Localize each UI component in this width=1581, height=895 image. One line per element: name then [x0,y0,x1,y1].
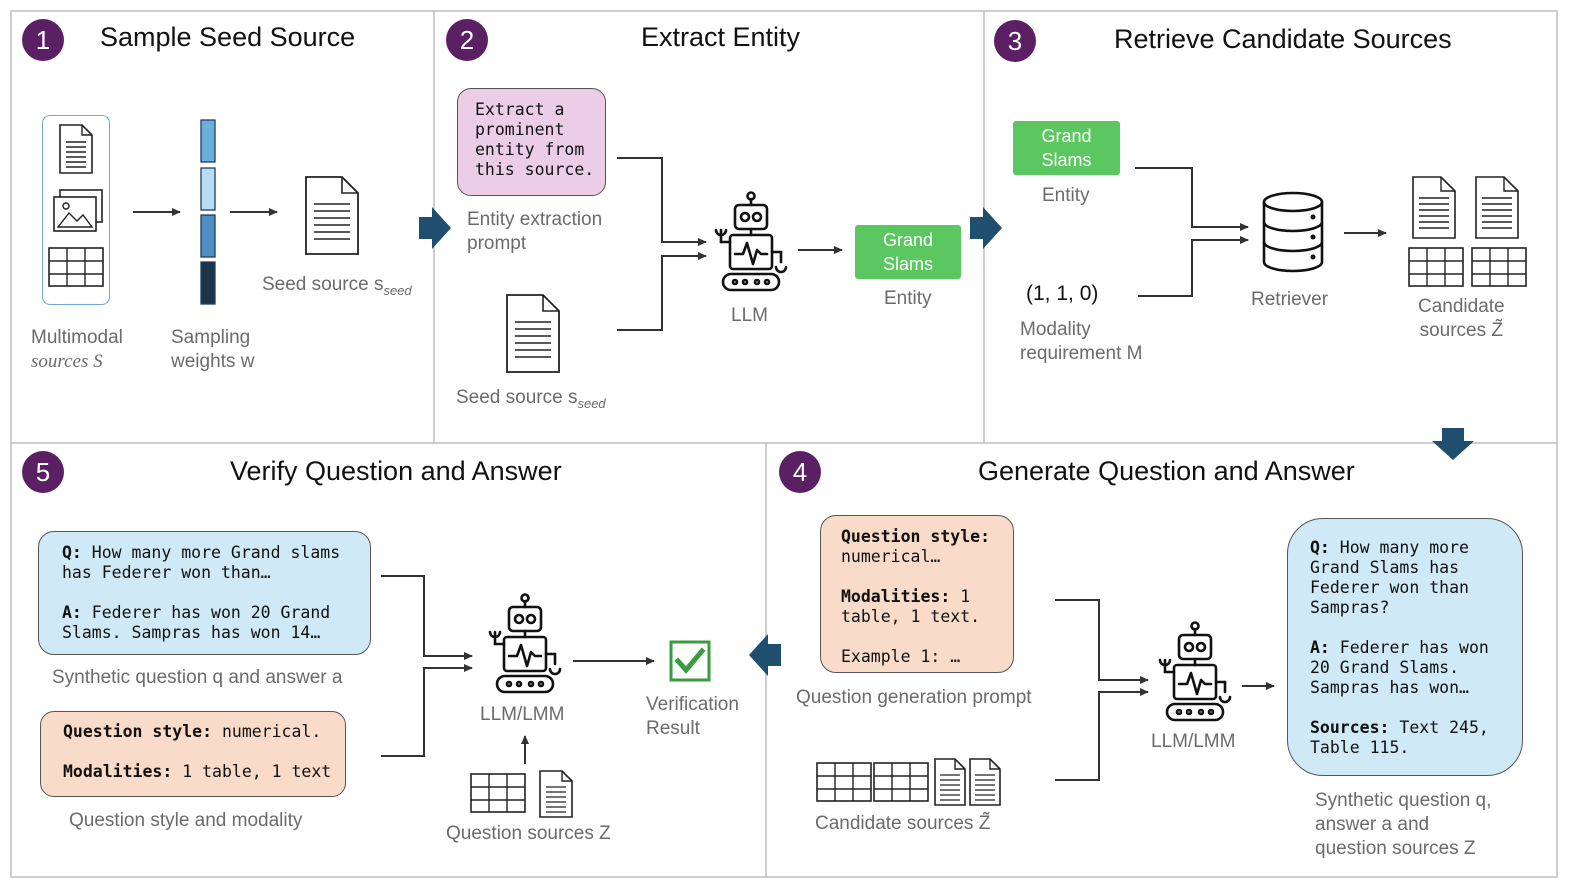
seed-source-caption: Seed source sseed [262,274,412,298]
modality-requirement-value: (1, 1, 0) [1026,282,1099,305]
panel-title-1: Sample Seed Source [100,22,356,52]
verification-result-caption: Verification Result [646,694,739,739]
seed-document-icon [305,176,359,255]
step-badge-2: 2 [446,19,488,61]
seed-document-icon [506,294,560,373]
document-icon [934,758,966,806]
retriever-caption: Retriever [1251,289,1329,310]
entity-caption: Entity [1042,185,1090,206]
table-icon [1408,247,1464,287]
seed-source-caption: Seed source sseed [456,387,606,411]
robot-icon [488,593,562,694]
question-style-caption: Question style and modality [69,810,303,831]
table-icon [48,247,104,287]
entity-badge: Grand Slams [1013,121,1120,175]
multimodal-sources-caption: Multimodal sources S [31,327,123,372]
image-icon [53,189,103,232]
sampling-weights-caption: Sampling weights w [171,327,255,372]
flow-arrows [419,207,1474,676]
question-style-box: Question style: numerical. Modalities: 1… [40,711,346,797]
panel-title-3: Retrieve Candidate Sources [1114,24,1452,54]
generated-qa-caption: Synthetic question q, answer a and quest… [1315,790,1492,859]
entity-caption: Entity [884,288,932,309]
question-generation-prompt-caption: Question generation prompt [796,687,1032,708]
entity-extraction-prompt-box: Extract a prominent entity from this sou… [457,88,606,196]
question-sources-caption: Question sources Z [446,823,611,844]
database-icon [1262,191,1324,273]
document-icon [969,758,1001,806]
step-badge-4: 4 [779,451,821,493]
llm-lmm-caption: LLM/LMM [480,704,565,725]
table-icon [470,773,526,813]
entity-badge: Grand Slams [855,225,961,279]
synthetic-qa-caption: Synthetic question q and answer a [52,667,343,688]
step-badge-3: 3 [994,20,1036,62]
panel-frames [10,10,1558,878]
candidate-sources-caption: Candidate sources Z̃ [1418,296,1505,341]
robot-icon [714,191,788,292]
checkmark-icon [669,640,711,682]
multimodal-sources-group [42,115,110,305]
panel-title-2: Extract Entity [641,22,801,52]
llm-caption: LLM [731,305,768,326]
document-icon [1412,176,1456,239]
candidate-sources-caption: Candidate sources Z̃ [815,813,991,834]
step-badge-1: 1 [22,19,64,61]
generated-qa-box: Q: How many more Grand Slams has Federer… [1287,518,1523,776]
table-icon [873,762,929,802]
document-icon [539,770,573,818]
table-icon [1471,247,1527,287]
sampling-weights-bar [200,119,216,305]
robot-icon [1158,621,1232,722]
panel-title-4: Generate Question and Answer [978,456,1355,486]
step-badge-5: 5 [22,451,64,493]
modality-requirement-caption: Modality requirement M [1020,319,1143,364]
synthetic-qa-box: Q: How many more Grand slams has Federer… [38,531,371,655]
llm-lmm-caption: LLM/LMM [1151,731,1236,752]
table-icon [816,762,872,802]
entity-extraction-prompt-caption: Entity extraction prompt [467,209,603,254]
question-generation-prompt-box: Question style: numerical… Modalities: 1… [820,515,1014,673]
panel-title-5: Verify Question and Answer [230,456,562,486]
document-icon [59,124,93,174]
document-icon [1475,176,1519,239]
